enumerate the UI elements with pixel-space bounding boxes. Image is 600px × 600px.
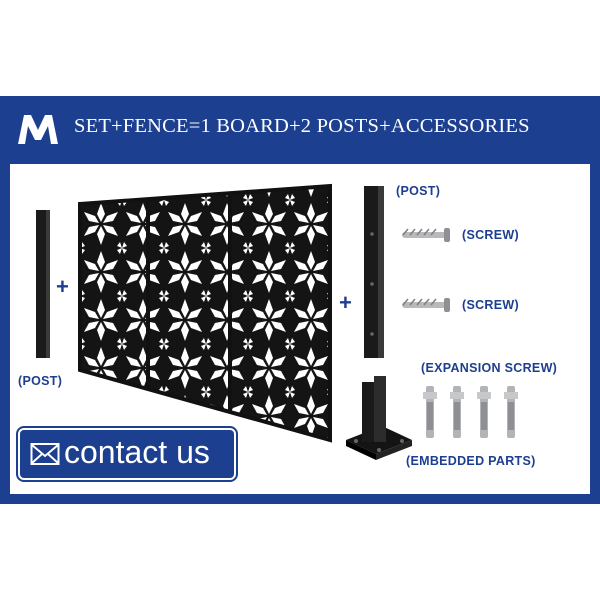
right-post (364, 186, 384, 358)
plus-sign: + (339, 290, 352, 315)
label-post-left: (POST) (18, 374, 63, 388)
screw-icon (402, 228, 450, 242)
envelope-icon (30, 443, 60, 465)
contact-us-button[interactable]: contact us (18, 428, 236, 480)
page-title: SET+FENCE=1 BOARD+2 POSTS+ACCESSORIES (74, 115, 530, 137)
expansion-screw-icon (423, 386, 518, 438)
fence-board (78, 183, 332, 443)
embedded-part-icon (346, 376, 412, 460)
label-expansion-screw: (EXPANSION SCREW) (421, 361, 558, 375)
label-post-right: (POST) (396, 184, 441, 198)
left-post (36, 210, 50, 358)
plus-sign: + (56, 274, 69, 299)
screw-icon (402, 298, 450, 312)
label-embedded-parts: (EMBEDDED PARTS) (406, 454, 536, 468)
label-screw: (SCREW) (462, 228, 519, 242)
contact-us-label: contact us (64, 434, 210, 470)
label-screw: (SCREW) (462, 298, 519, 312)
header-bar: SET+FENCE=1 BOARD+2 POSTS+ACCESSORIES (0, 96, 600, 164)
brand-logo-icon (18, 115, 58, 144)
